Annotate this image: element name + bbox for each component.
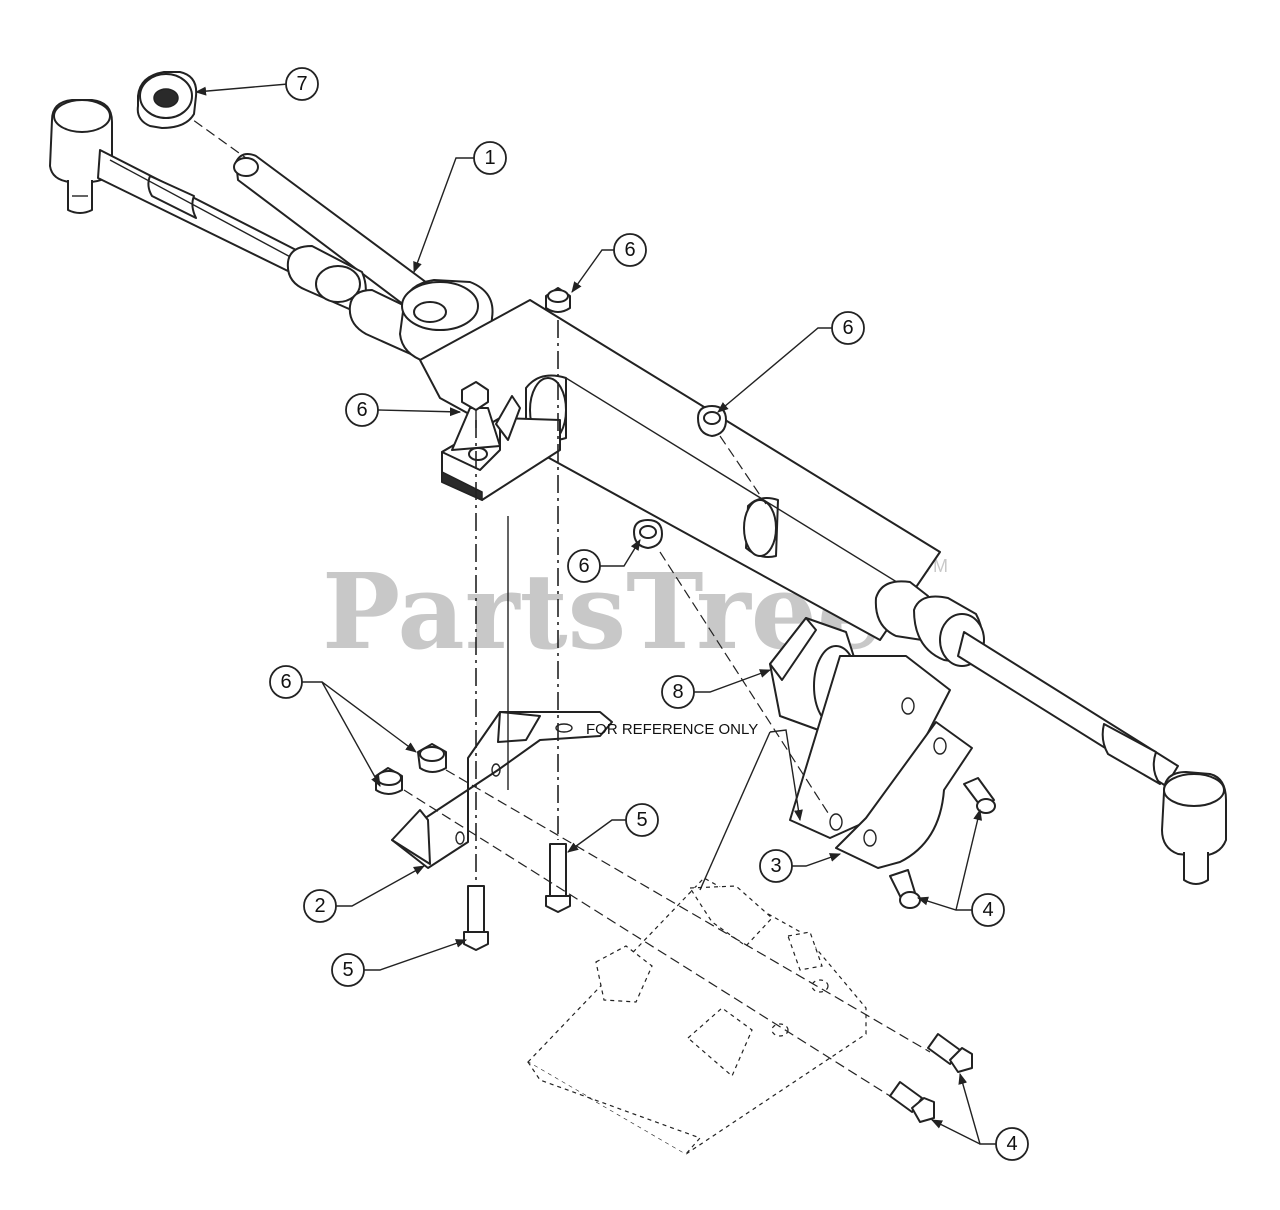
assembly-lines: [403, 435, 931, 1097]
bolt-part-5-right: [545, 843, 571, 913]
svg-text:6: 6: [280, 671, 291, 693]
bolt-part-4-lower: [889, 1033, 973, 1123]
callout-4-upper: 4: [971, 893, 1005, 927]
svg-text:6: 6: [842, 317, 853, 339]
svg-text:3: 3: [770, 855, 781, 877]
flange-nut-center: [633, 519, 663, 549]
alignment-lines: [475, 320, 559, 884]
clamp-bracket-part-3: [789, 655, 973, 869]
callout-2: 2: [303, 889, 337, 923]
svg-text:2: 2: [314, 895, 325, 917]
callout-7: 7: [285, 67, 319, 101]
bolt-part-5-left: [463, 885, 489, 951]
flange-nut-top: [545, 287, 571, 313]
callout-5-right: 5: [625, 803, 659, 837]
callout-6-right: 6: [831, 311, 865, 345]
left-tie-rod-end: [49, 99, 113, 214]
svg-text:4: 4: [1006, 1133, 1017, 1155]
callout-4-lower: 4: [995, 1127, 1029, 1161]
svg-text:1: 1: [484, 147, 495, 169]
svg-text:6: 6: [624, 239, 635, 261]
svg-text:6: 6: [356, 399, 367, 421]
flange-bearing-part-7: [136, 71, 198, 129]
bracket-part-2: [391, 711, 613, 869]
svg-text:5: 5: [636, 809, 647, 831]
reference-note-leaders: [699, 729, 803, 891]
callout-6-left: 6: [345, 393, 379, 427]
callout-1: 1: [473, 141, 507, 175]
callout-6-top: 6: [613, 233, 647, 267]
reference-note: FOR REFERENCE ONLY: [586, 721, 758, 738]
svg-text:4: 4: [982, 899, 993, 921]
callout-5-left: 5: [331, 953, 365, 987]
svg-text:5: 5: [342, 959, 353, 981]
right-tie-rod-end: [1161, 771, 1227, 885]
callout-3: 3: [759, 849, 793, 883]
right-tie-rod: [957, 631, 1179, 787]
steering-shaft: [181, 111, 451, 327]
flange-nut-right: [697, 405, 727, 437]
flange-nuts-lower-left: [375, 743, 447, 795]
reference-frame: [527, 877, 867, 1155]
callout-8: 8: [661, 675, 695, 709]
leader-lines: [194, 83, 996, 1145]
left-clamp-bracket: [441, 395, 561, 502]
svg-text:7: 7: [296, 73, 307, 95]
svg-text:6: 6: [578, 555, 589, 577]
callout-6-center: 6: [567, 549, 601, 583]
svg-text:8: 8: [672, 681, 683, 703]
callout-6-lower-left: 6: [269, 665, 303, 699]
